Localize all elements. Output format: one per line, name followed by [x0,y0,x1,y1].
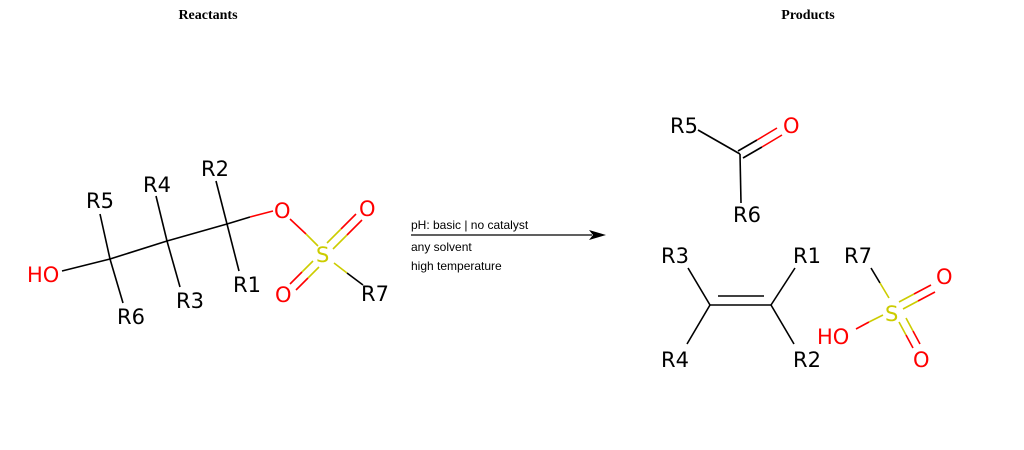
atom-ho-product: HO [817,325,849,349]
bond-c1-c2 [109,240,168,260]
bond-s-o4-yellow-a [898,321,907,336]
bond-r5-c [697,129,741,155]
bond-co-black-a [737,139,758,152]
condition-solvent: any solvent [411,240,472,254]
bond-s-o2-red-a [289,271,303,285]
atom-r7: R7 [361,282,389,306]
bond-c-r2 [770,304,795,345]
reactants-heading: Reactants [178,8,238,23]
reaction-arrow-group: pH: basic | no catalyst any solvent high… [411,218,606,273]
bond-s-o2-yellow-a [301,260,314,273]
bond-r7-s-black [870,267,881,284]
bond-s-r7-yellow [333,262,348,274]
atom-o-sulf-lower: O [913,348,930,372]
bond-co-black-b [742,146,763,159]
bond-c-r3 [687,267,711,306]
atom-r3: R3 [176,289,204,313]
bond-ho-s-red [855,321,870,330]
atom-r4: R4 [143,173,171,197]
bond-c2-r4 [155,195,168,242]
bond-co-red-b [761,134,783,148]
atom-r5-product: R5 [670,114,698,138]
bond-c-r4 [686,304,711,345]
product-ketone: R5 O R6 [670,114,800,227]
atom-r6-product: R6 [733,203,761,227]
bond-s-o1-red-b [346,219,363,236]
bond-c-r6 [739,153,742,204]
bond-c3-r1 [226,223,240,272]
bond-s-o3-red-a [913,284,932,295]
arrow-head-icon [589,230,606,240]
atom-r1: R1 [233,273,261,297]
condition-ph: pH: basic | no catalyst [411,218,529,232]
bond-s-o1-yellow-b [332,234,348,250]
atom-o-sulf-upper: O [936,265,953,289]
atom-o-ester: O [274,199,291,223]
bond-c3-o [226,216,251,225]
bond-c1-r6 [109,258,124,304]
atom-r7-product: R7 [844,244,872,268]
bond-c3-r2 [215,180,228,225]
bond-s-r7-black [346,272,364,286]
atom-s-product: S [885,302,898,326]
bond-s-o2-red-b [295,277,309,291]
bond-s-o1-yellow-a [326,228,342,244]
atom-r3-product: R3 [661,244,689,268]
bond-s-o1-red-a [340,213,357,230]
bond-co-red-a [756,127,778,141]
bond-s-o3-yellow-a [898,293,915,303]
product-sulfonic-acid: R7 S O O HO [817,244,953,372]
atom-r1-product: R1 [793,244,821,268]
bond-o-s-yellow [305,233,319,247]
atom-r4-product: R4 [661,348,689,372]
bond-c-r1 [770,267,796,306]
bond-c1-r5 [99,213,111,260]
bond-s-o3-red-b [917,291,936,302]
atom-o-lower: O [275,283,292,307]
bond-s-o3-yellow-b [902,300,919,310]
bond-r7-s-yellow [879,282,890,299]
condition-temperature: high temperature [411,259,502,273]
atom-o-ketone: O [783,114,800,138]
bond-c2-r3 [166,240,181,288]
atom-r2-product: R2 [793,348,821,372]
bond-ho-s-yellow [868,314,884,323]
reactant-molecule: HO R5 R6 R4 R3 R2 R1 O O S O R7 [27,157,389,329]
bond-o-s-red [289,218,307,235]
bond-c3-o-red [249,210,274,218]
products-heading: Products [781,8,835,23]
bond-s-o4-yellow-b [905,317,914,332]
atom-ho: HO [27,263,59,287]
product-alkene: R3 R4 R1 R2 [661,244,821,372]
atom-s: S [316,243,329,267]
bond-c2-c3 [166,223,228,242]
atom-r6: R6 [117,305,145,329]
bond-o-c1 [61,258,111,272]
bond-s-o2-yellow-b [307,266,320,279]
atom-o-upper: O [359,197,376,221]
atom-r5: R5 [86,189,114,213]
bond-s-o4-red-b [912,330,921,345]
atom-r2: R2 [201,157,229,181]
bond-s-o4-red-a [905,334,914,349]
